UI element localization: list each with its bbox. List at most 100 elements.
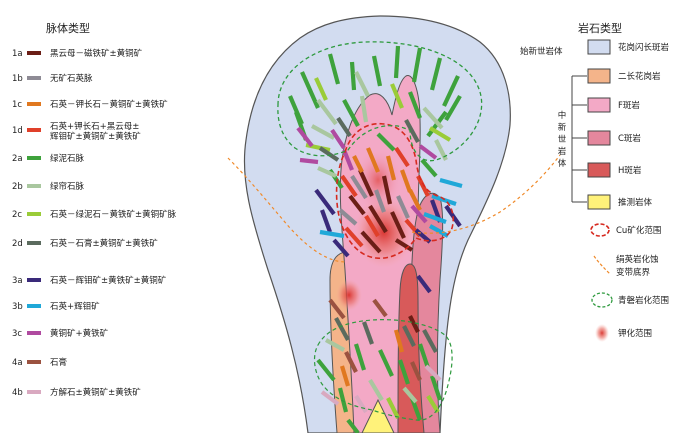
vein-1a: [394, 238, 414, 252]
vein-label: 石英+钾长石+黑云母±: [50, 121, 139, 132]
vein-3b: [439, 177, 463, 189]
main-cross-section: [227, 15, 561, 433]
vein-2a: [418, 343, 430, 369]
vein-label: 方解石±黄铜矿±黄铁矿: [50, 387, 141, 398]
vein-2a: [442, 75, 460, 107]
vein-1d: [394, 146, 410, 168]
rock-legend-title: 岩石类型: [578, 21, 622, 35]
vein-2a: [411, 47, 423, 83]
vein-code: 3c: [12, 329, 22, 339]
vein-swatch: [27, 278, 41, 282]
vein-2a: [353, 343, 367, 371]
vein-1d: [364, 214, 380, 238]
vein-4a: [344, 351, 358, 373]
vein-code: 4a: [12, 358, 23, 368]
vein-1c: [400, 169, 412, 193]
rock-legend-item: 推测岩体: [587, 194, 653, 210]
vein-3c: [330, 128, 346, 150]
vein-code: 1c: [12, 100, 22, 110]
vein-swatch: [27, 331, 41, 335]
vein-2d: [402, 325, 416, 347]
rock-label: C斑岩: [618, 133, 641, 144]
vein-2b: [359, 95, 369, 123]
sericite-label-line1: 绢英岩化蚀: [616, 254, 659, 265]
vein-2a: [288, 95, 304, 125]
vein-1c: [385, 155, 397, 181]
rock-swatch: [587, 162, 611, 178]
vein-1c: [339, 365, 351, 387]
propylitic-zone-lower: [313, 319, 453, 421]
rock-legend-item: H斑岩: [587, 162, 642, 178]
vein-2a: [429, 57, 443, 91]
vein-1a: [408, 315, 420, 333]
vein-3a: [332, 238, 350, 258]
vein-1c: [408, 189, 422, 211]
vein-2a: [371, 55, 383, 87]
vein-3b: [423, 212, 447, 224]
sericite-alteration-base-right: [411, 154, 561, 234]
rock-label: 二长花岗岩: [618, 71, 661, 82]
vein-label-cont: 辉钼矿±黄铜矿±黄铁矿: [50, 131, 141, 142]
vein-2b: [316, 98, 338, 126]
vein-3a: [444, 204, 462, 228]
vein-2a: [393, 45, 401, 79]
vein-legend-title: 脉体类型: [46, 21, 90, 35]
vein-1a: [348, 194, 366, 216]
vein-3c: [299, 157, 319, 165]
vein-label: 石英－钾长石－黄铜矿±黄铁矿: [50, 99, 168, 110]
vein-legend-item-4a: 4a 石膏: [12, 357, 67, 368]
rock-legend-item: 花岗闪长斑岩: [587, 39, 670, 55]
vein-1b: [338, 208, 358, 226]
rock-swatch: [587, 194, 611, 210]
vein-4b: [320, 390, 340, 406]
vein-1d: [344, 226, 364, 248]
vein-4a: [328, 298, 346, 320]
vein-1b: [396, 195, 410, 219]
rock-swatch: [587, 68, 611, 84]
vein-swatch: [27, 390, 41, 394]
vein-1a: [381, 175, 393, 205]
potassic-zone-left: [336, 279, 362, 311]
miocene-vertical-label: 中新世岩体: [558, 110, 567, 169]
vein-3c: [296, 126, 314, 148]
vein-4b: [424, 364, 442, 382]
vein-1c: [352, 155, 364, 173]
vein-3c: [342, 149, 354, 171]
vein-1c: [393, 329, 405, 353]
vein-swatch: [27, 76, 41, 80]
vein-2b: [317, 166, 337, 178]
rock-swatch: [587, 130, 611, 146]
vein-swatch: [27, 156, 41, 160]
vein-2b: [310, 124, 336, 140]
vein-2a: [327, 53, 341, 85]
rock-type-legend: 岩石类型 始新世岩体 中新世岩体 花岗闪长斑岩二长花岗岩F斑岩C斑岩H斑岩推测岩…: [520, 21, 670, 342]
vein-2b: [354, 71, 370, 97]
vein-label: 石膏: [50, 357, 67, 368]
vein-2d: [336, 116, 352, 138]
vein-2c: [386, 397, 400, 419]
vein-code: 2a: [12, 154, 23, 164]
rock-swatch: [587, 39, 611, 55]
vein-2a: [378, 349, 394, 377]
vein-swatch: [27, 212, 41, 216]
vein-swatch: [27, 304, 41, 308]
vein-2a: [300, 71, 320, 109]
vein-3b: [428, 224, 450, 238]
vein-label: 无矿石英脉: [50, 73, 93, 84]
rock-label: 花岗闪长斑岩: [618, 42, 670, 53]
vein-swatch: [27, 184, 41, 188]
vein-label: 石英－石膏±黄铜矿±黄铁矿: [50, 238, 158, 249]
propylitic-label: 青磐岩化范围: [618, 295, 669, 306]
vein-1b: [350, 174, 368, 200]
vein-2c: [428, 126, 452, 142]
vein-1a: [360, 230, 382, 254]
sericite-label-line2: 变带底界: [616, 267, 651, 278]
